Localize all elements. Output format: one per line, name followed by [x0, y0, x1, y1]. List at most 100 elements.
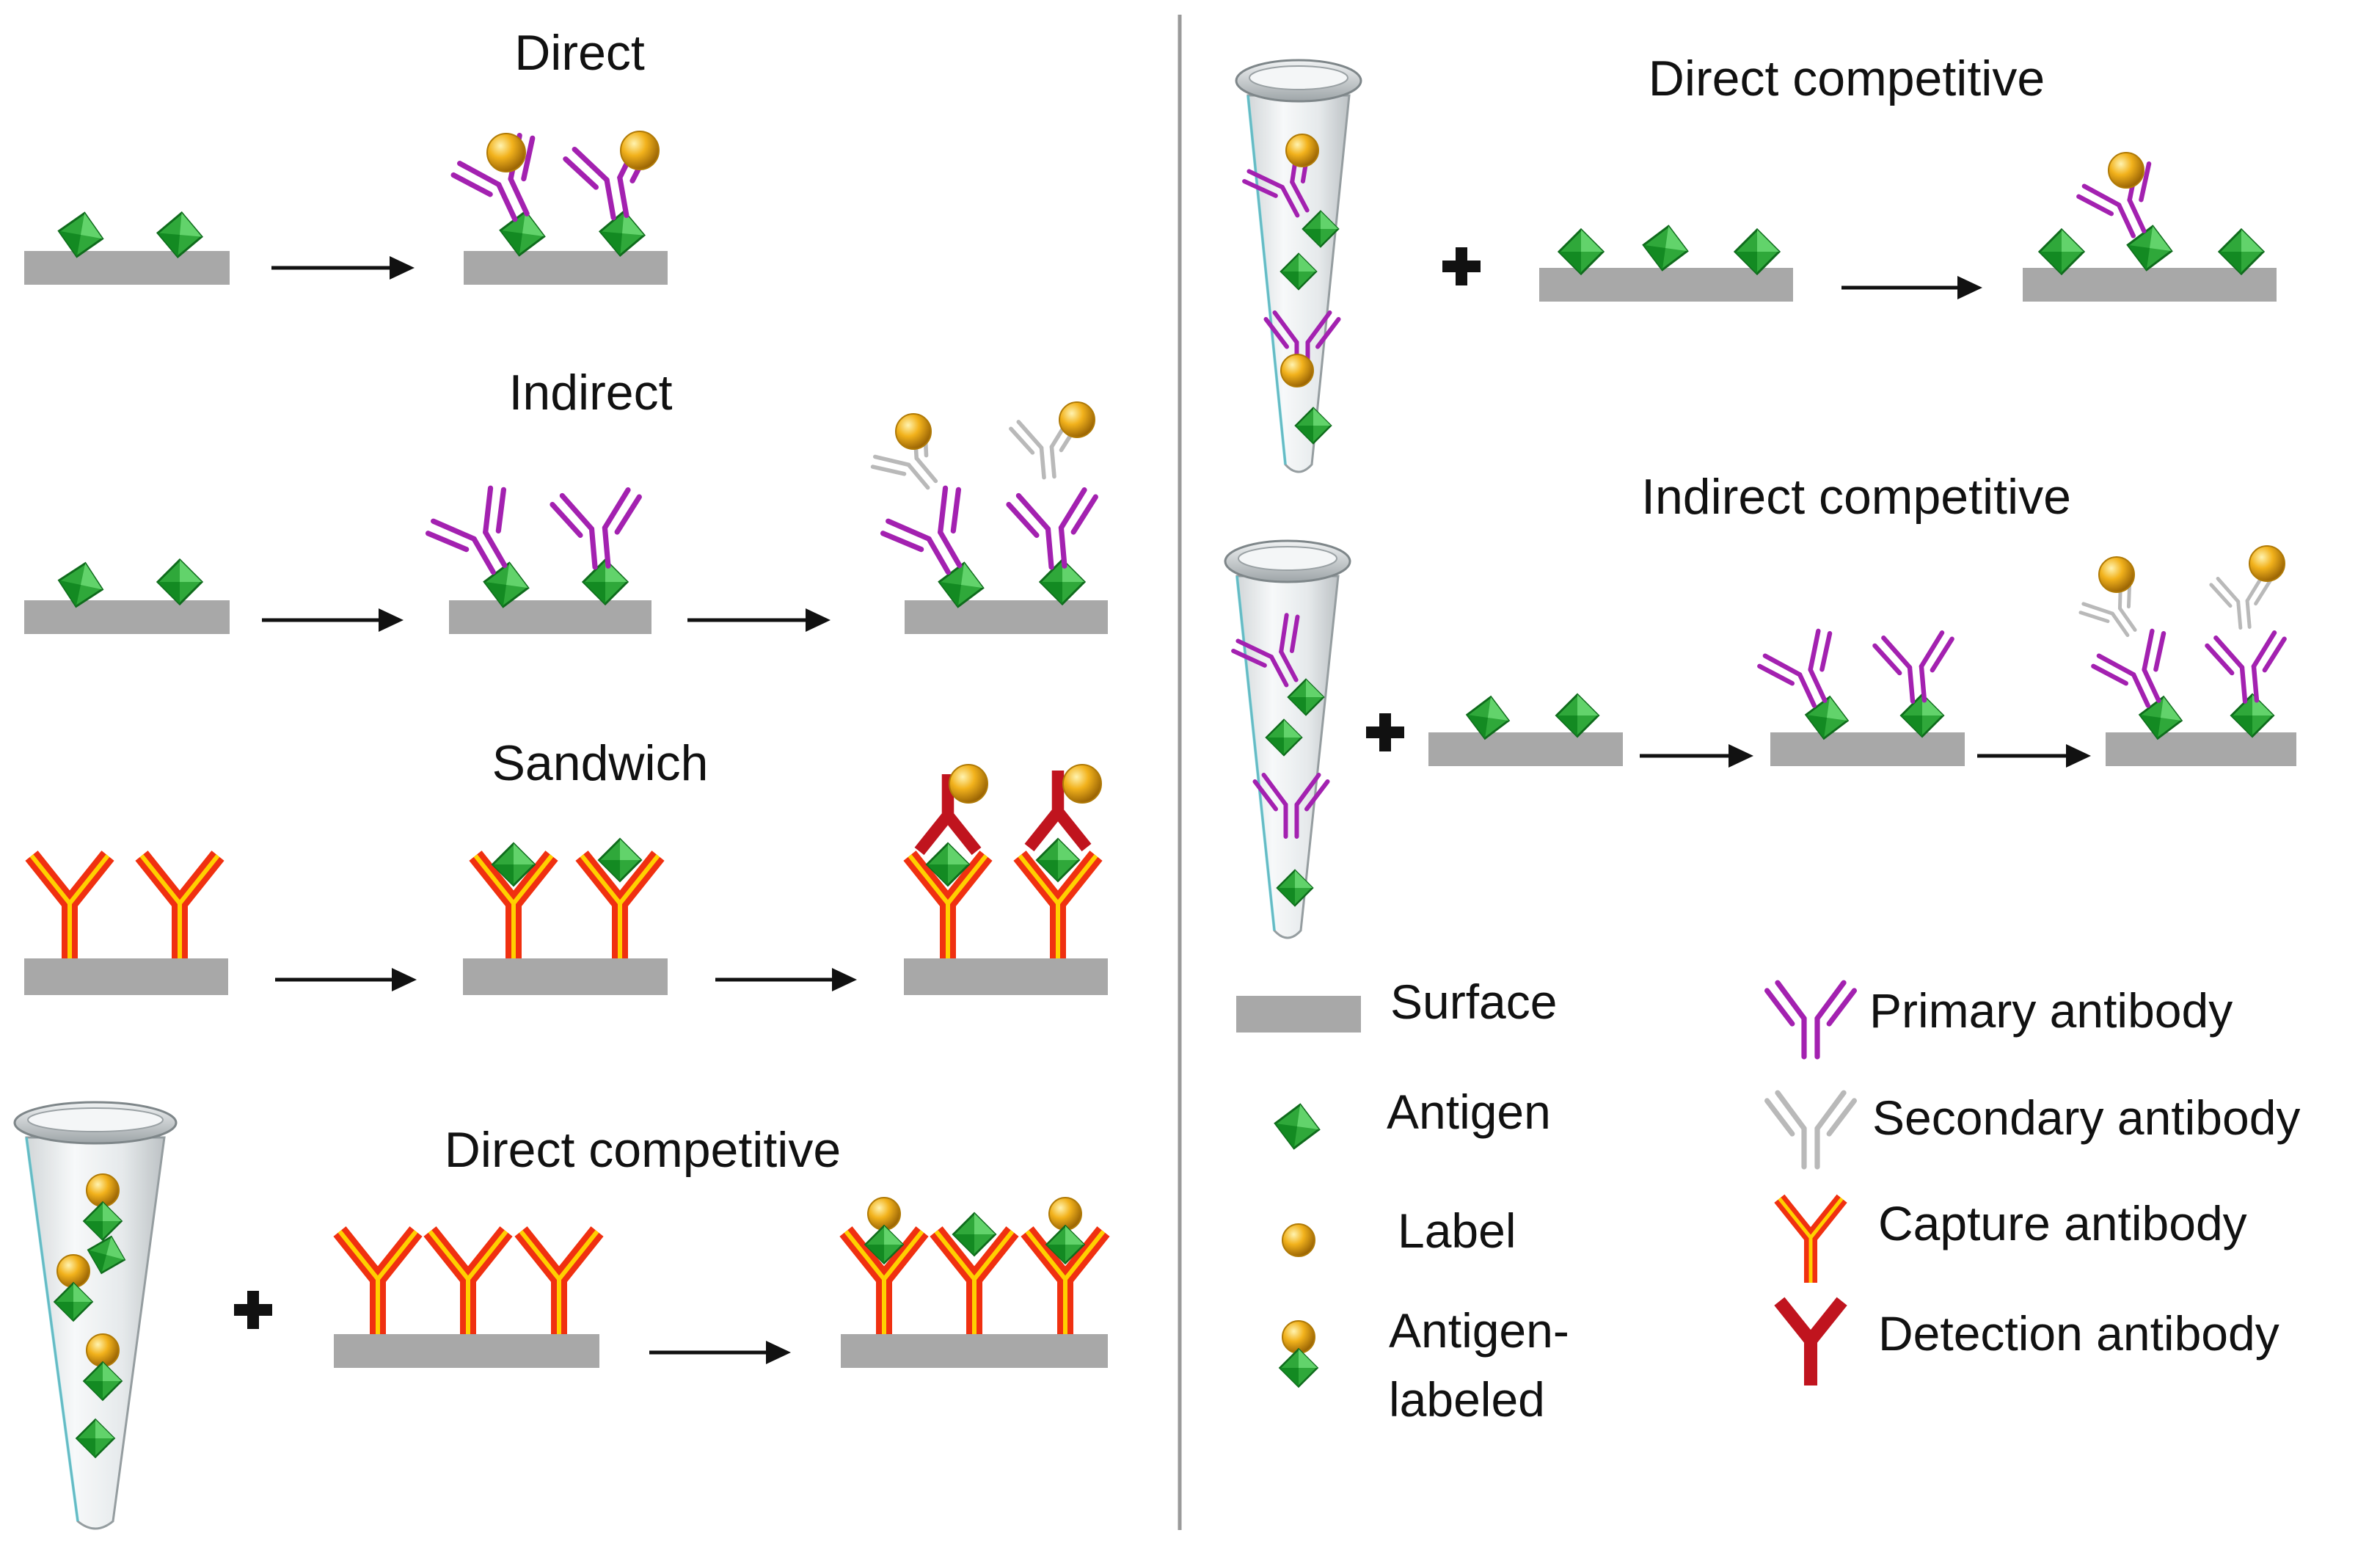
surface-bar [905, 600, 1108, 634]
label-sphere [1285, 134, 1319, 167]
legend-label-surface: Surface [1390, 975, 1557, 1029]
antigen-diamond [499, 210, 546, 257]
antigen-diamond [597, 837, 643, 883]
plus-icon [1442, 247, 1481, 285]
direct-scene [24, 131, 668, 285]
label-sphere [2108, 152, 2144, 189]
antigen-diamond [87, 1235, 126, 1275]
antigen-diamond [1045, 1224, 1086, 1265]
antigen-diamond [1276, 869, 1314, 907]
surface-bar [1770, 732, 1965, 766]
plus-icon [1366, 713, 1404, 751]
surface-bar [2023, 268, 2277, 302]
label-sphere [1280, 354, 1314, 387]
panel-direct-competitive-right: Direct competitive [1235, 51, 2277, 473]
primary-antibody-icon [450, 133, 536, 222]
antigen-diamond [1280, 252, 1318, 291]
primary-antibody-icon [1006, 487, 1098, 570]
capture-antibody-icon [575, 851, 665, 958]
capture-antibody-icon [1021, 1226, 1110, 1334]
primary-antibody-icon [425, 485, 508, 575]
panel-title-direct-competitive-right: Direct competitive [1649, 51, 2045, 106]
antigen-diamond [82, 1201, 123, 1242]
arrow-icon [687, 608, 831, 632]
capture-antibody-icon [903, 851, 993, 958]
arrow-icon [275, 968, 417, 991]
antigen-diamond [57, 211, 104, 258]
antigen-diamond [483, 561, 530, 608]
antigen-diamond [1733, 227, 1781, 276]
legend-label-antigen: Antigen [1387, 1085, 1551, 1139]
panel-indirect-competitive: Indirect competitive [1224, 469, 2296, 939]
panel-title-direct: Direct [514, 25, 645, 81]
arrow-icon [1640, 744, 1753, 768]
surface-bar [449, 600, 651, 634]
antigen-diamond [156, 211, 203, 258]
antigen-diamond [57, 561, 104, 608]
surface-bar [334, 1334, 599, 1368]
capture-antibody-icon [25, 851, 114, 958]
capture-antibody-icon [423, 1226, 513, 1334]
panel-title-sandwich: Sandwich [492, 735, 709, 791]
antigen-diamond [2217, 227, 2266, 276]
capture-antibody-icon [1774, 1194, 1847, 1283]
panel-direct: Direct [24, 25, 668, 285]
panel-indirect: Indirect [24, 365, 1108, 634]
primary-antibody-icon [1252, 773, 1330, 839]
antigen-diamond [2230, 693, 2275, 738]
surface-bar [24, 958, 228, 995]
legend-label-detection-antibody: Detection antibody [1878, 1306, 2279, 1361]
detection-antibody-icon [1024, 771, 1092, 852]
antigen-diamond [1038, 558, 1087, 606]
antigen-diamond [156, 558, 204, 606]
legend-label-secondary-antibody: Secondary antibody [1872, 1090, 2300, 1145]
capture-antibody-icon [135, 851, 225, 958]
antigen-diamond [1465, 695, 1511, 740]
antigen-diamond [1804, 695, 1850, 740]
antigen-diamond [1265, 718, 1303, 757]
arrow-icon [271, 256, 415, 280]
primary-antibody-icon [2205, 630, 2287, 704]
capture-antibody-icon [930, 1226, 1019, 1334]
antigen-diamond [1294, 407, 1332, 445]
panel-sandwich: Sandwich [24, 735, 1108, 995]
surface-bar [464, 251, 668, 285]
tube-icon [13, 1101, 178, 1530]
label-sphere [486, 133, 526, 172]
legend-label-capture-antibody: Capture antibody [1878, 1196, 2247, 1250]
label-sphere [895, 413, 932, 450]
label-sphere [1059, 401, 1095, 438]
primary-antibody-icon [550, 487, 642, 570]
secondary-antibody-icon [1764, 1090, 1858, 1170]
detection-antibody-icon [914, 774, 982, 856]
indirect-competitive-scene [1224, 539, 2296, 939]
antigen-diamond [82, 1361, 123, 1402]
surface-bar [2106, 732, 2296, 766]
antigen-diamond [1302, 210, 1340, 248]
antigen-diamond [1642, 225, 1689, 272]
antigen-diamond [53, 1281, 94, 1322]
surface-bar [904, 958, 1108, 995]
antigen-diamond [599, 210, 646, 257]
primary-antibody-icon [1872, 630, 1954, 704]
capture-antibody-icon [469, 851, 558, 958]
legend-label-primary-antibody: Primary antibody [1869, 983, 2233, 1038]
indirect-scene [24, 401, 1108, 634]
direct-competitive-left-scene [13, 1101, 1110, 1530]
primary-antibody-icon [880, 485, 963, 575]
primary-antibody-icon [1757, 628, 1833, 708]
detection-antibody-icon [1774, 1297, 1847, 1385]
label-sphere [1282, 1223, 1315, 1257]
legend-label-antigen-labeled-line1: Antigen- [1389, 1303, 1569, 1358]
arrow-icon [1841, 276, 1982, 299]
surface-bar [841, 1334, 1108, 1368]
antigen-diamond [1278, 1347, 1319, 1388]
panel-title-indirect: Indirect [509, 365, 673, 420]
surface-bar [1236, 996, 1361, 1033]
antigen-diamond [864, 1224, 905, 1265]
surface-bar [24, 251, 230, 285]
antigen-diamond [75, 1418, 116, 1459]
antigen-diamond [938, 561, 985, 608]
capture-antibody-icon [514, 1226, 604, 1334]
capture-antibody-icon [333, 1226, 423, 1334]
